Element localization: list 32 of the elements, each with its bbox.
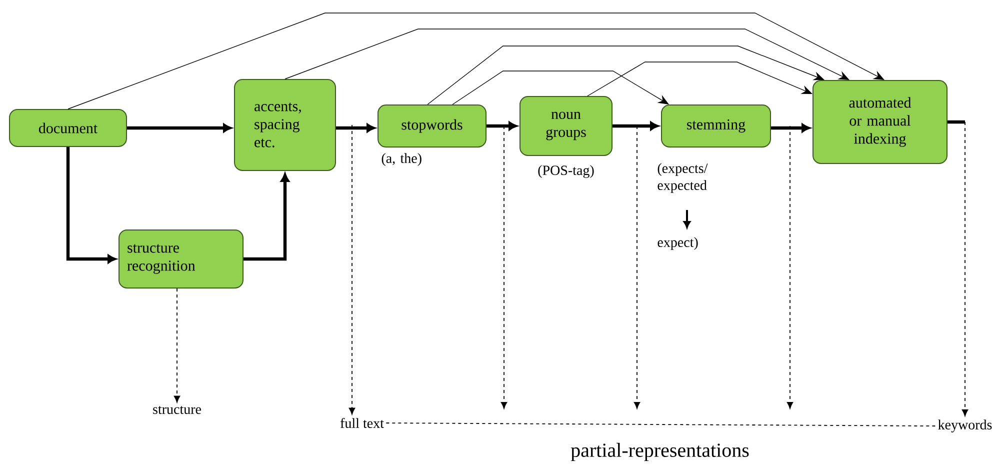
annotation-text: (a, the) bbox=[382, 153, 422, 166]
arrow bbox=[452, 70, 669, 105]
process-box: document bbox=[9, 109, 127, 147]
connector-line bbox=[386, 422, 936, 426]
output-label: full text bbox=[340, 418, 384, 428]
arrow bbox=[284, 28, 850, 80]
arrow bbox=[68, 12, 884, 110]
process-box: structure recognition bbox=[118, 230, 244, 288]
annotation-text: expect) bbox=[658, 237, 698, 250]
arrow bbox=[66, 147, 116, 264]
arrow bbox=[612, 122, 659, 130]
output-label: keywords bbox=[938, 420, 992, 432]
output-label: structure bbox=[153, 406, 201, 414]
process-box: noun groups bbox=[520, 96, 612, 156]
caption-text: partial-representations bbox=[570, 442, 749, 462]
annotation-text: (expects/ expected bbox=[658, 163, 708, 193]
arrow bbox=[244, 173, 290, 261]
arrow bbox=[174, 288, 180, 403]
process-box: automated or manual indexing bbox=[812, 80, 948, 164]
arrow bbox=[486, 122, 518, 130]
process-box: accents, spacing etc. bbox=[234, 79, 336, 171]
arrow bbox=[771, 124, 810, 132]
arrow bbox=[348, 124, 356, 415]
process-box: stopwords bbox=[378, 104, 486, 148]
annotation-text: (POS-tag) bbox=[538, 165, 594, 178]
arrow bbox=[786, 126, 794, 409]
arrow bbox=[127, 124, 232, 132]
arrow bbox=[948, 120, 968, 416]
arrow bbox=[500, 126, 508, 409]
arrow bbox=[634, 126, 640, 409]
arrow bbox=[336, 124, 376, 132]
process-box: stemming bbox=[661, 104, 771, 148]
